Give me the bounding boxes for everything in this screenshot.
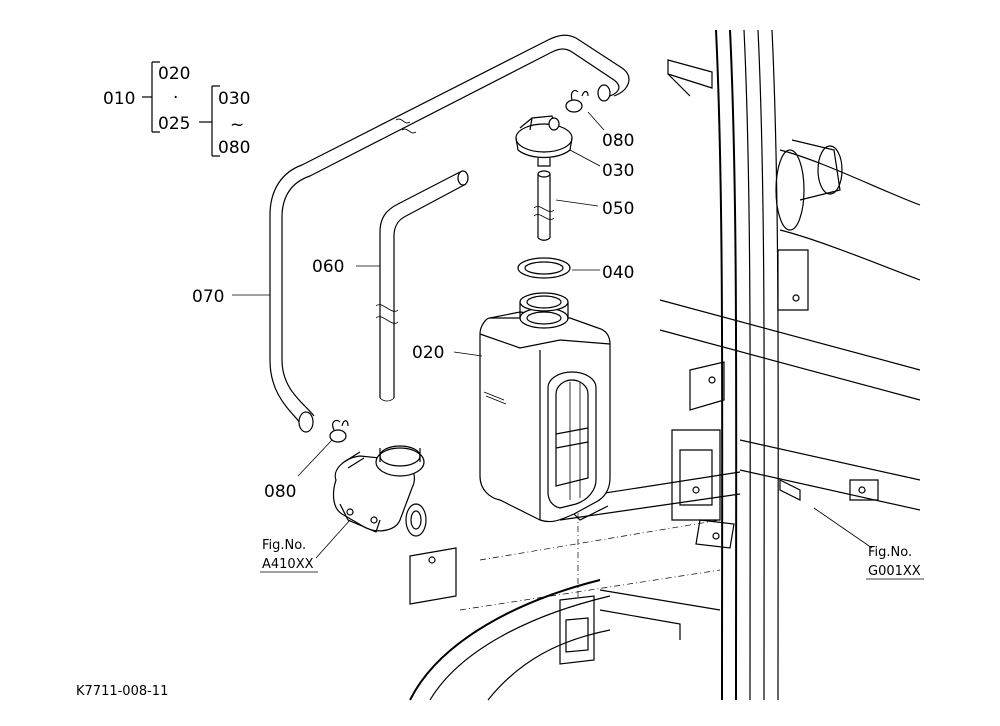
callout-050: 050 (602, 199, 634, 219)
tree-range-to: 080 (218, 138, 250, 158)
callout-070: 070 (192, 287, 224, 307)
leader-lines (232, 111, 605, 559)
callout-040: 040 (602, 263, 634, 283)
tree-root-label: 010 (103, 89, 135, 109)
hose-clip-080-bottom (329, 419, 349, 443)
drawing-code: K7711-008-11 (76, 684, 168, 699)
fig-ref-right-line1: Fig.No. (868, 545, 912, 560)
callout-060: 060 (312, 257, 344, 277)
tree-bottom-label: 025 (158, 114, 190, 134)
tree-top-label: 020 (158, 64, 190, 84)
reservoir-tank-020 (479, 292, 611, 523)
callout-030: 030 (602, 161, 634, 181)
tree-range-sep: ~ (230, 115, 244, 135)
radiator-filler-neck (332, 445, 427, 537)
assembly-tree: 010 020 · 025 030 ~ 080 (103, 61, 250, 158)
tree-dot: · (173, 88, 178, 108)
overflow-hose-070 (269, 34, 630, 433)
fig-ref-right-line2: G001XX (868, 564, 921, 579)
reservoir-cap-030 (515, 115, 573, 167)
callout-080-top: 080 (602, 131, 634, 151)
gasket-040 (517, 257, 571, 279)
fig-ref-right[interactable]: Fig.No. G001XX (866, 545, 924, 580)
fig-ref-left-line1: Fig.No. (262, 538, 306, 553)
tube-050 (533, 170, 555, 241)
callout-080-bottom: 080 (264, 482, 296, 502)
fig-ref-left-line2: A410XX (262, 557, 314, 572)
tree-range-from: 030 (218, 89, 250, 109)
machine-frame (409, 29, 921, 701)
hose-060 (375, 170, 469, 402)
fig-ref-left[interactable]: Fig.No. A410XX (260, 538, 318, 573)
hose-clip-080-top (565, 89, 589, 113)
callouts: 080 030 050 060 040 070 020 080 (192, 131, 634, 502)
callout-020: 020 (412, 343, 444, 363)
